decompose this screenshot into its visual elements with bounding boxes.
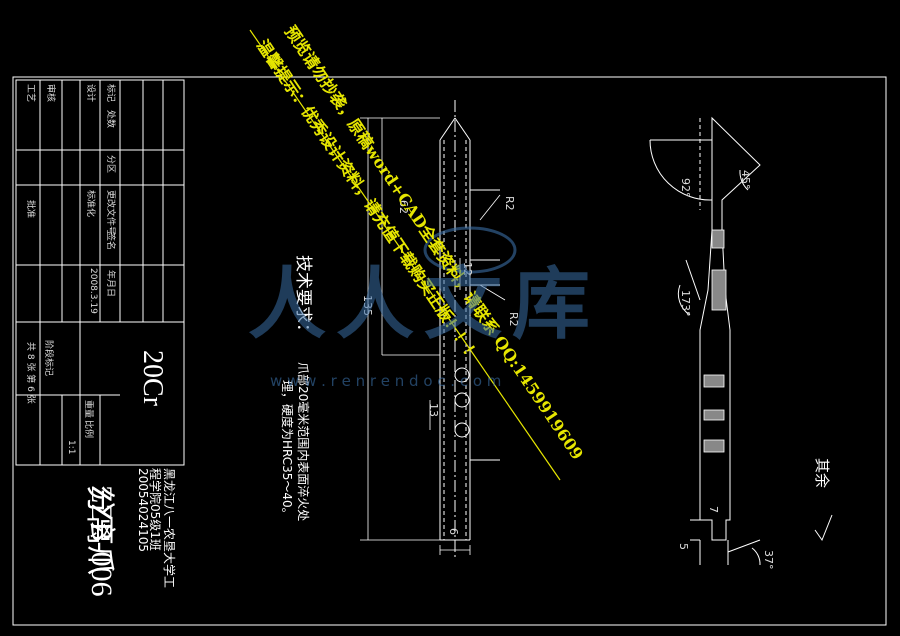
table-label-zone: 分区 (105, 155, 115, 174)
table-label-review: 审核 (45, 84, 55, 103)
table-label-approve: 批准 (25, 200, 35, 219)
tech-line-2: 理，硬度为HRC35～40。 (280, 380, 294, 520)
date-label: 2008.3.19 (88, 268, 98, 314)
angle-92: 92° (679, 178, 692, 198)
angle-37: 37° (762, 550, 775, 570)
student-id: 20054024105 (136, 468, 150, 552)
claw-side-view (649, 116, 761, 566)
angle-45: 45° (739, 170, 752, 190)
hatched-sections (703, 229, 727, 453)
dimension-lines (360, 117, 506, 555)
dim-6: 6 (447, 528, 460, 535)
part-name: 分离爪 (82, 485, 117, 575)
roughness-symbol (814, 514, 833, 542)
stage-label: 阶段标记 (43, 340, 53, 377)
table-label-date: 年月日 (105, 270, 115, 298)
surface-note: 其余 (813, 458, 831, 489)
material-label: 20Cr (137, 350, 168, 406)
claw-front-view (439, 100, 500, 560)
weight-label: 重量 (83, 400, 93, 419)
table-label-standard: 标准化 (85, 190, 95, 218)
table-label-change: 更改文件号 (105, 190, 115, 236)
table-label-sign: 签名 (105, 232, 115, 251)
table-label-mark: 标记 (105, 84, 115, 103)
table-label-process: 工艺 (25, 84, 35, 103)
watermark-brand: 人人文库 (248, 260, 601, 350)
title-block-grid (15, 79, 185, 466)
table-label-count: 处数 (105, 110, 115, 129)
watermark-url: w w w . r e n r e n d o c . c o m (270, 372, 502, 390)
table-label-design: 设计 (85, 84, 95, 103)
sheet-info: 共 8 张 第 6 张 (25, 342, 35, 404)
angle-173: 173° (679, 290, 692, 317)
scale-value: 1:1 (66, 440, 76, 455)
dim-r2-top: R2 (503, 196, 516, 211)
dim-7: 7 (707, 506, 720, 513)
watermark-logo (423, 226, 517, 274)
drawing-frame (12, 76, 887, 626)
dim-13: 13 (427, 403, 440, 417)
dim-5: 5 (677, 543, 690, 550)
watermark-diagonal (249, 29, 561, 481)
scale-label: 比例 (83, 420, 93, 439)
